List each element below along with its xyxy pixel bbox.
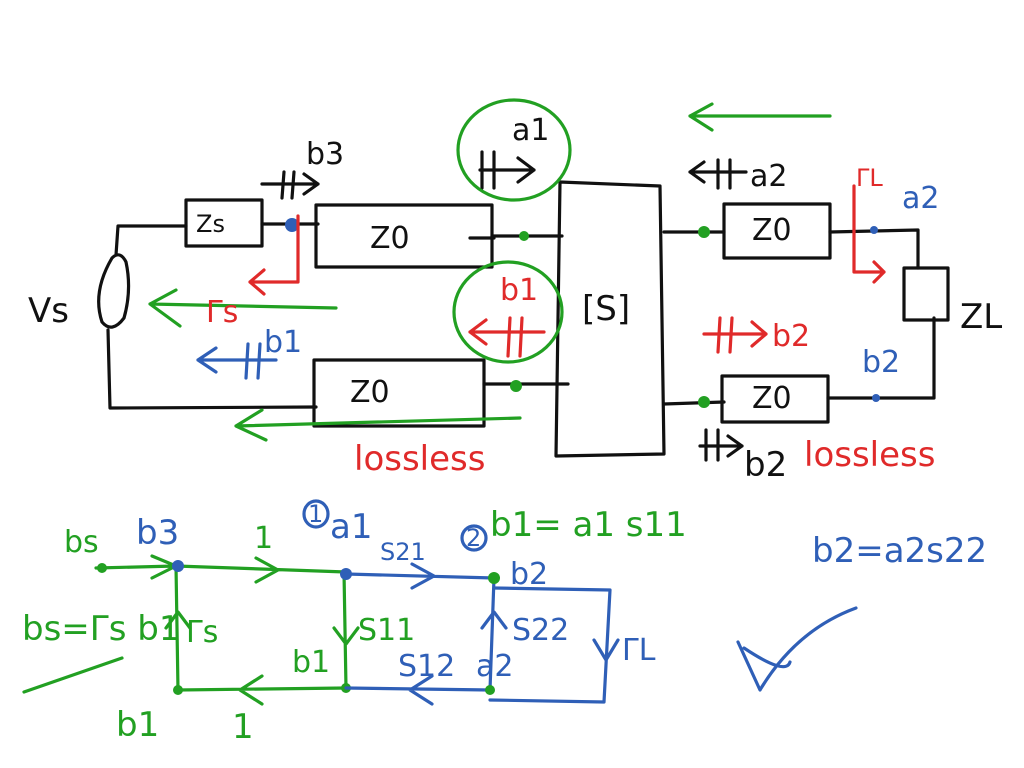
wire-source-top <box>114 224 188 257</box>
edge-gamma-l-box <box>488 586 620 704</box>
circuit-labels: Vs Zs Z0 Z0 [S] Z0 Z0 ZL b3 a1 a2 b2 <box>28 113 1002 485</box>
branch-bottom-gain-label: 1 <box>232 707 254 747</box>
node-bs-label: bs <box>64 525 99 560</box>
b2-red-label: b2 <box>772 319 810 354</box>
b1-blue-arrow <box>196 342 278 380</box>
source-label: Vs <box>28 291 69 331</box>
wire-s-to-bottom-right <box>662 400 726 406</box>
edge-s11 <box>332 570 360 690</box>
line-top-left-label: Z0 <box>370 221 410 256</box>
node-dot-port1-bottom <box>510 380 522 392</box>
node-a2-label: a2 <box>476 649 513 684</box>
node-b2-dot <box>488 572 500 584</box>
b2-black-label: b2 <box>744 445 787 485</box>
branch-top-gain-label: 1 <box>254 521 273 556</box>
edge-s12 <box>344 674 492 706</box>
gamma-s-red-label: Γs <box>206 295 238 330</box>
b2-black-arrow <box>698 428 744 462</box>
node-b2-label: b2 <box>510 557 548 592</box>
b1-blue-label: b1 <box>264 325 302 360</box>
lossless-right-label: lossless <box>804 435 935 475</box>
node-dot-load-bottom <box>872 394 880 402</box>
underline-stroke <box>22 656 124 694</box>
b1-red-arrow <box>468 316 546 358</box>
edge-s22 <box>480 576 508 692</box>
node-b3-label: b3 <box>136 513 179 553</box>
b3-arrow <box>260 170 320 200</box>
branch-s21-label: S21 <box>380 538 426 566</box>
flowgraph-blue-part <box>344 524 858 706</box>
node-dot-port1-top <box>519 231 529 241</box>
branch-s11-label: S11 <box>358 613 415 648</box>
wire-top-right-to-load <box>828 228 920 270</box>
a2-black-arrow <box>688 158 748 190</box>
zl-load-box <box>902 266 950 322</box>
line-bottom-right-label: Z0 <box>752 381 792 416</box>
node-b1-outer-label: b1 <box>116 705 159 745</box>
a2-blue-label: a2 <box>902 181 939 216</box>
branch-s12-label: S12 <box>398 649 455 684</box>
s-network-box <box>554 180 666 458</box>
circuit-nodes <box>285 218 880 408</box>
node-marker-2-circle <box>460 524 488 552</box>
branch-gamma-l-label: ΓL <box>622 633 656 668</box>
b3-label: b3 <box>306 137 344 172</box>
s-network-label: [S] <box>582 289 630 329</box>
a2-black-label: a2 <box>750 159 787 194</box>
node-b3-dot <box>172 560 184 572</box>
line-bottom-left-box <box>312 358 486 428</box>
branch-gamma-s-label: Γs <box>186 615 218 650</box>
return-arrow-bottom-left <box>234 408 522 442</box>
a1-label: a1 <box>512 113 549 148</box>
line-bottom-left-label: Z0 <box>350 375 390 410</box>
edge-gamma-s <box>164 564 192 692</box>
circuit-red-annotations: Γs b1 b2 ΓL lossless lossless <box>206 164 935 479</box>
b1-circle <box>452 260 564 364</box>
node-a1-label: a1 <box>330 507 372 547</box>
b1-red-label: b1 <box>500 273 538 308</box>
equation-b1: b1= a1 s11 <box>490 505 687 545</box>
node-dot-load-top <box>870 226 878 234</box>
node-a2-dot <box>485 685 495 695</box>
checkmark <box>736 606 858 692</box>
gamma-l-red-arrow <box>852 184 886 284</box>
voltage-source <box>97 253 131 329</box>
node-dot-port2-bottom <box>698 396 710 408</box>
edge-b1-to-bottom <box>176 674 348 706</box>
node-bs-dot <box>97 563 107 573</box>
flowgraph-labels: bs b3 1 1 a1 S21 2 b2 Γs S11 S22 ΓL b1 S… <box>22 500 987 747</box>
a1-arrow <box>478 150 536 190</box>
b2-blue-label: b2 <box>862 345 900 380</box>
reflection-arrow-top-right <box>688 102 832 132</box>
gamma-s-red-arrow <box>248 214 300 296</box>
wire-bottom-right-to-load <box>826 316 936 400</box>
node-b1-outer-dot <box>173 685 183 695</box>
equation-b2: b2=a2s22 <box>812 531 987 571</box>
gamma-s-arrow <box>148 288 338 328</box>
edge-bs-to-b3 <box>94 554 178 580</box>
flowgraph-green-part <box>22 554 360 706</box>
circuit-green-annotations <box>148 98 832 442</box>
zl-label: ZL <box>960 297 1002 337</box>
lossless-left-label: lossless <box>354 439 485 479</box>
node-dot-b3 <box>285 218 299 232</box>
node-dot-port2-top <box>698 226 710 238</box>
circuit-blue-annotations: b1 a2 b2 <box>196 181 939 380</box>
circuit-wiring <box>97 150 950 462</box>
edge-b3-to-a1 <box>174 556 348 584</box>
node-marker-1-circle <box>302 499 330 529</box>
gamma-l-red-label: ΓL <box>856 164 883 192</box>
b2-red-arrow <box>702 316 768 354</box>
node-b1-inner-label: b1 <box>292 645 330 680</box>
zs-label: Zs <box>196 210 225 238</box>
edge-s21 <box>344 562 496 590</box>
equation-bs: bs=Γs b1 <box>22 609 180 649</box>
branch-s22-label: S22 <box>512 613 569 648</box>
a1-circle <box>456 98 572 202</box>
node-marker-2-label: 2 <box>466 524 481 552</box>
wire-source-bottom <box>106 328 318 410</box>
line-top-right-label: Z0 <box>752 213 792 248</box>
node-marker-1-label: 1 <box>308 500 323 528</box>
